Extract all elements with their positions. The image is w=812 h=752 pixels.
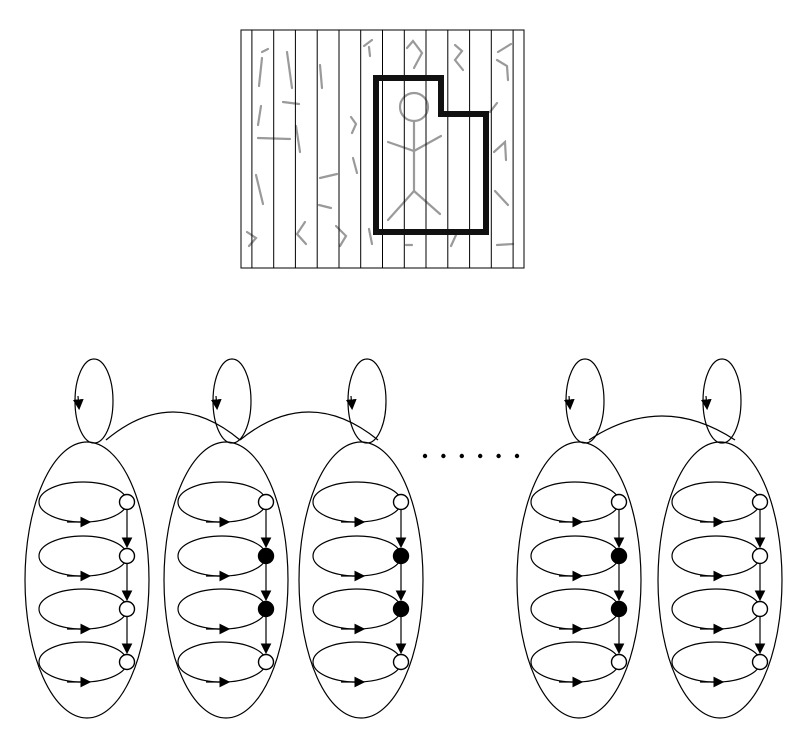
active-state-node [392,547,410,565]
super-state-column [24,441,150,719]
self-loop [210,358,252,444]
state-node [257,653,275,671]
inner-loop-ellipse [312,481,402,523]
state-node [751,547,769,565]
state-node [751,653,769,671]
super-state-ellipse [24,441,150,719]
inner-loop-ellipse [38,535,128,577]
ellipsis-dot [459,453,464,459]
super-state-column [298,441,424,719]
ellipsis-dot [441,453,446,459]
super-state-column [657,441,783,719]
state-node [610,653,628,671]
state-node [118,493,136,511]
inner-loop-ellipse [177,588,267,630]
inner-loop-ellipse [530,535,620,577]
active-state-node [257,600,275,618]
ellipsis-dot [478,453,483,459]
inner-loop-ellipse [671,588,761,630]
inner-loop-ellipse [530,641,620,683]
inner-loop-ellipse [671,535,761,577]
self-loop [345,358,387,444]
active-state-node [610,600,628,618]
ellipsis-dot [422,453,428,459]
self-loop [72,358,114,444]
transition-arc [105,411,241,441]
active-state-node [610,547,628,565]
state-node [610,493,628,511]
super-state-ellipse [657,441,783,719]
state-node [257,493,275,511]
sketch-strokes [245,38,515,248]
inner-loop-ellipse [671,481,761,523]
inner-loop-ellipse [38,588,128,630]
state-node [751,600,769,618]
ellipsis-dot [496,453,501,459]
super-state-ellipse [163,441,289,719]
inner-loop-ellipse [177,535,267,577]
inner-loop-ellipse [312,588,402,630]
highlight-region [373,75,489,235]
inner-loop-ellipse [177,481,267,523]
image-panel [240,29,525,269]
inner-loop-ellipse [38,641,128,683]
self-loop [700,358,742,444]
inner-loop-ellipse [530,588,620,630]
inner-loop-ellipse [177,641,267,683]
transition-arc [588,415,736,441]
inner-loop-ellipse [38,481,128,523]
state-node [118,547,136,565]
state-node [118,600,136,618]
inner-loop-ellipse [671,641,761,683]
hierarchical-hmm [24,358,783,719]
ellipsis [422,453,520,459]
super-state-ellipse [516,441,642,719]
super-state-ellipse [298,441,424,719]
state-node [751,493,769,511]
panel-frame [240,29,525,269]
state-node [392,493,410,511]
inner-loop-ellipse [312,641,402,683]
active-state-node [392,600,410,618]
super-state-column [163,441,289,719]
self-loop [563,358,605,444]
stroke-slices [251,30,514,268]
super-state-column [516,441,642,719]
inner-loop-ellipse [312,535,402,577]
state-node [392,653,410,671]
inner-loop-ellipse [530,481,620,523]
active-state-node [257,547,275,565]
ellipsis-dot [514,453,520,459]
transition-arc [239,411,379,441]
state-node [118,653,136,671]
